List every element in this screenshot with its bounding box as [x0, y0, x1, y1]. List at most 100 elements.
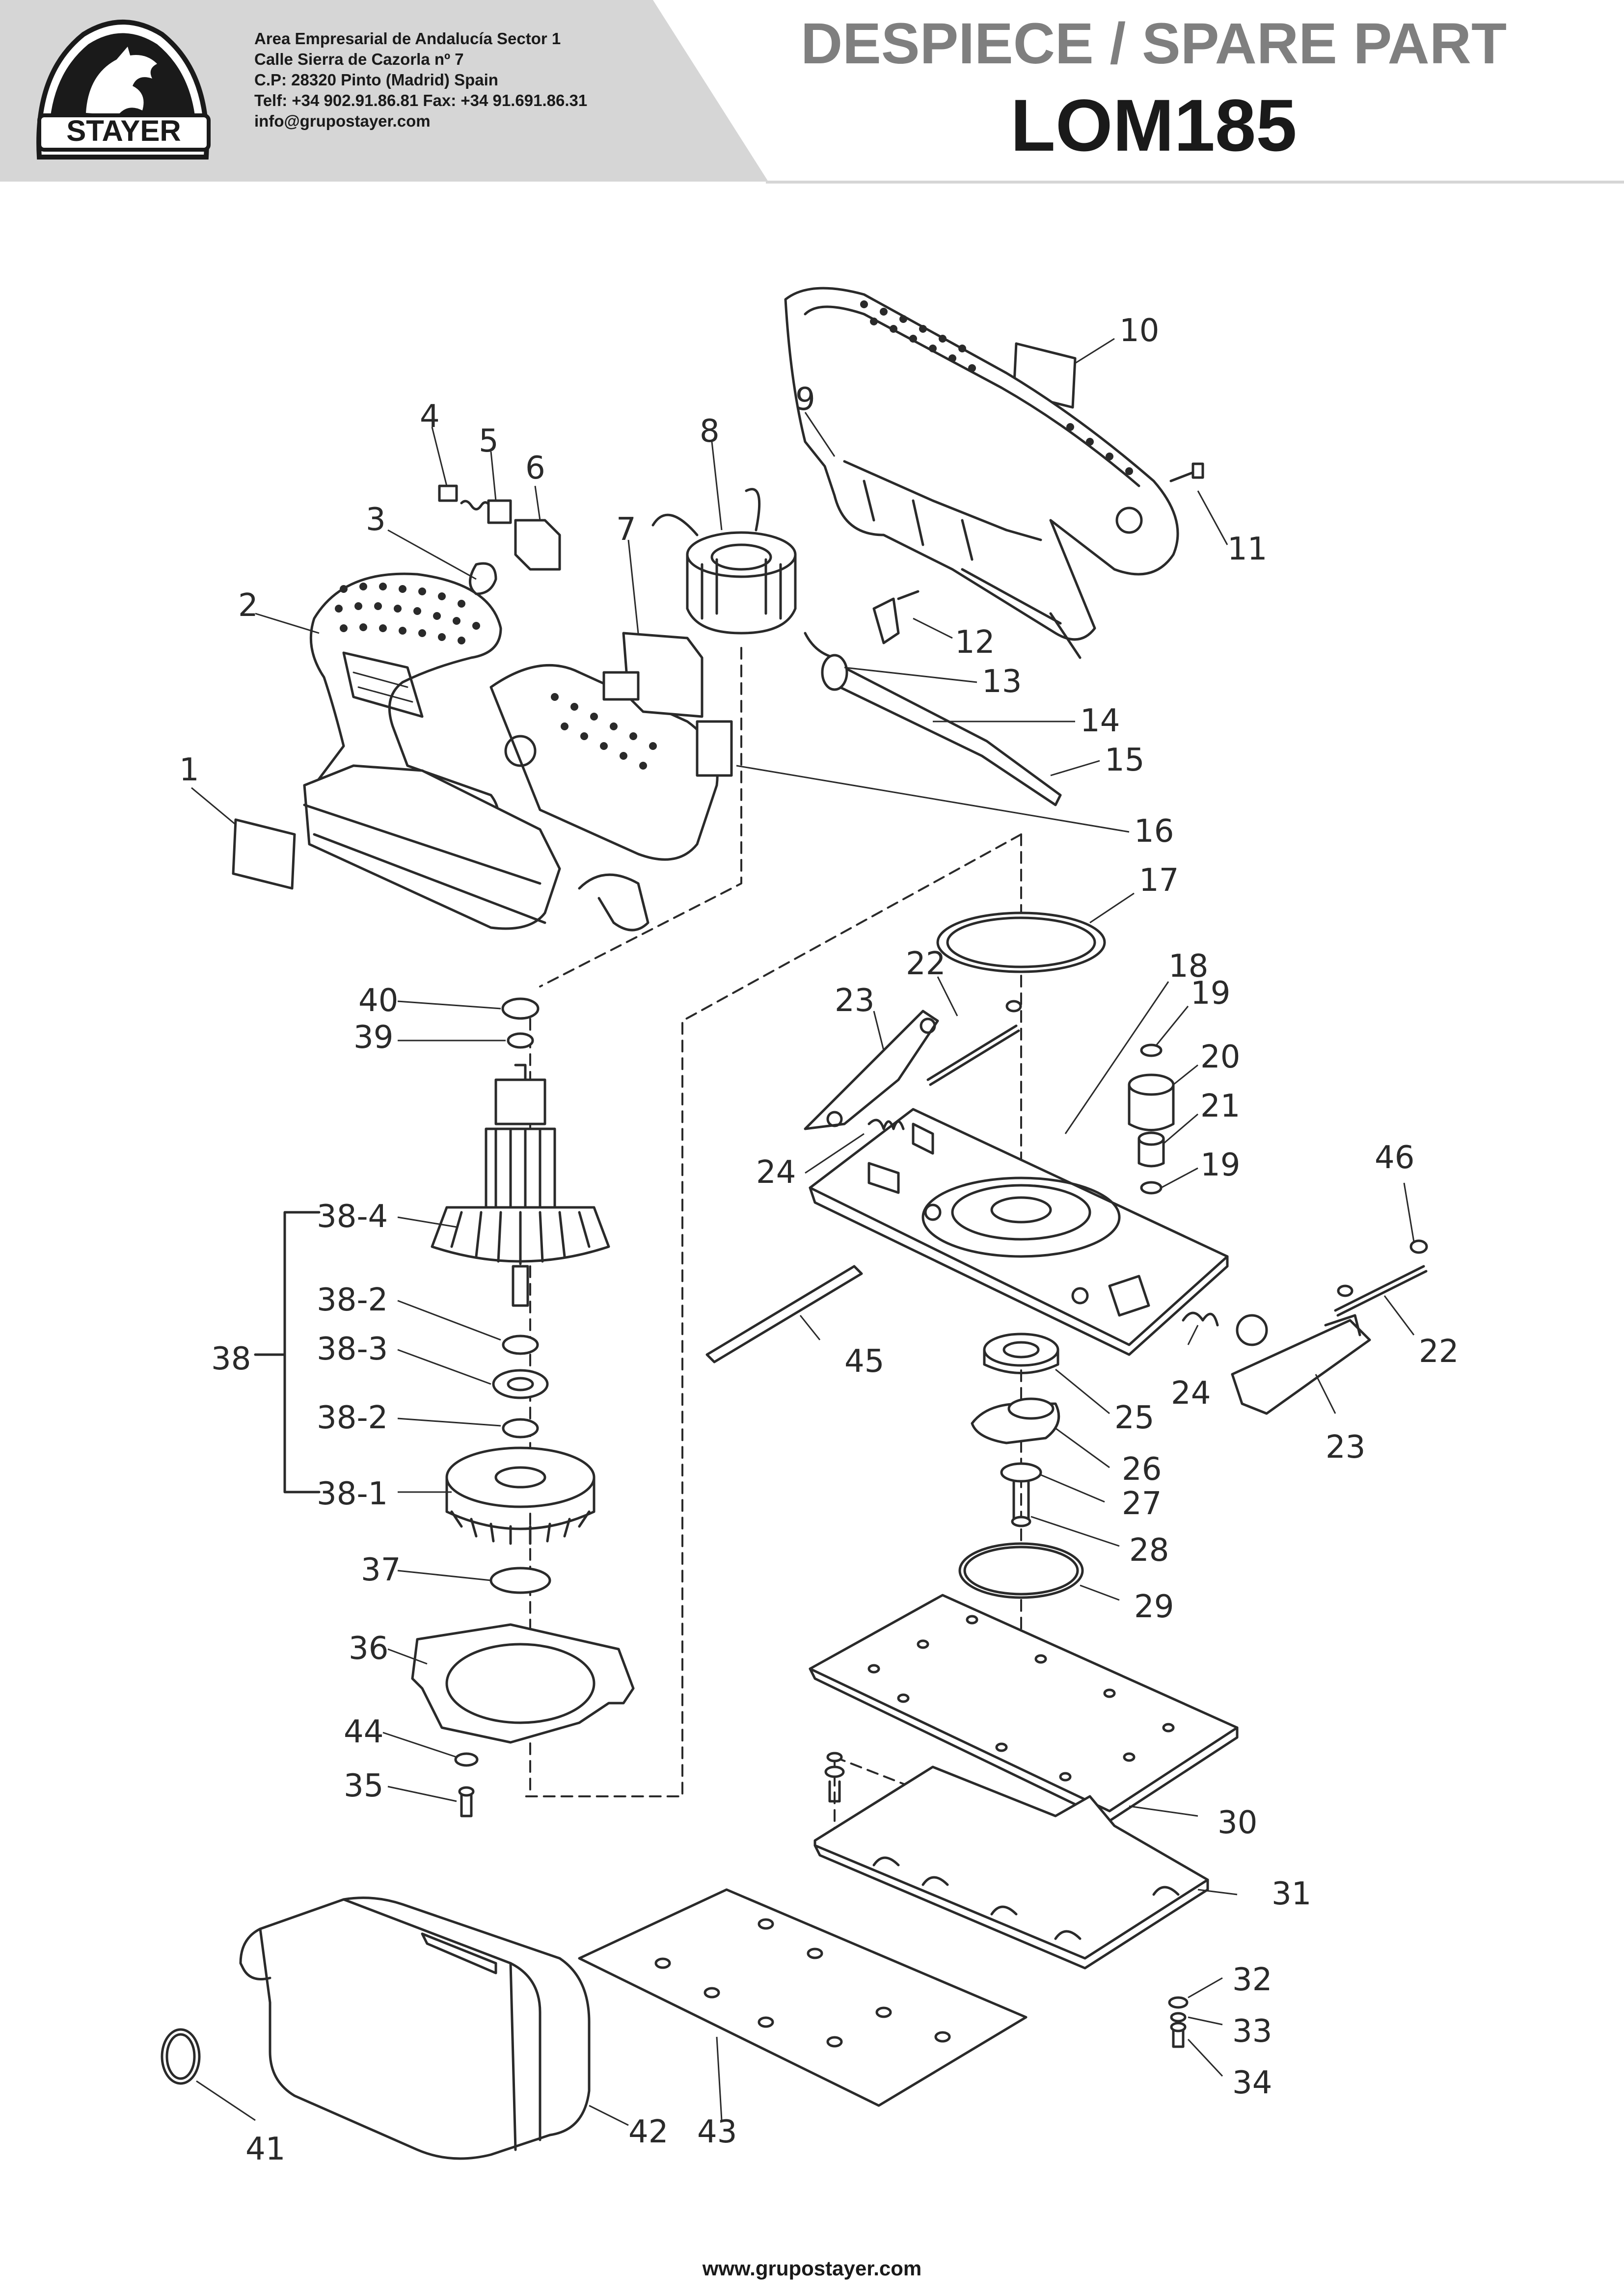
callout-17: 17: [1139, 862, 1179, 899]
backing-plate-part-31: [813, 1765, 1209, 1970]
callout-8: 8: [700, 413, 720, 450]
washer-part-27: [1000, 1462, 1042, 1483]
carbon-brush-assembly: [438, 484, 561, 595]
armature-assembly: [431, 997, 610, 1545]
callout-40: 40: [358, 983, 398, 1019]
company-address-block: Area Empresarial de Andalucía Sector 1 C…: [254, 28, 696, 132]
callout-33: 33: [1232, 2013, 1272, 2050]
callout-38-2-upper: 38-2: [317, 1282, 388, 1318]
callout-28: 28: [1129, 1532, 1169, 1569]
bearing-part-25: [983, 1333, 1059, 1374]
washer-part-19-upper: [1140, 1043, 1163, 1057]
switch-part: [602, 632, 733, 777]
callout-44: 44: [344, 1714, 383, 1750]
callout-19-lower: 19: [1200, 1147, 1240, 1183]
pin-part-22-upper: [926, 1024, 1018, 1081]
phone-fax-line: Telf: +34 902.91.86.81 Fax: +34 91.691.8…: [254, 91, 588, 109]
washer-part-33: [1170, 2012, 1187, 2023]
callout-24-right: 24: [1171, 1375, 1211, 1412]
pin-part-21: [1137, 1131, 1165, 1168]
address-line-1: Area Empresarial de Andalucía Sector 1: [254, 29, 561, 48]
callout-14: 14: [1080, 703, 1120, 739]
clamp-lever-part-23-left: [804, 1010, 939, 1130]
callout-43: 43: [697, 2114, 737, 2150]
callout-25: 25: [1114, 1400, 1154, 1436]
callout-15: 15: [1105, 742, 1144, 778]
model-code: LOM185: [1010, 84, 1297, 166]
callout-36: 36: [349, 1630, 388, 1667]
screw-part-28: [1011, 1481, 1031, 1527]
logo-text: STAYER: [66, 114, 181, 147]
callout-23-left: 23: [835, 983, 874, 1019]
address-line-3: C.P: 28320 Pinto (Madrid) Spain: [254, 71, 498, 89]
callout-39: 39: [353, 1019, 393, 1056]
side-housing-part: [784, 287, 1179, 659]
stayer-logo: [36, 20, 211, 160]
washer-part-19-lower: [1140, 1181, 1163, 1195]
callout-10: 10: [1119, 313, 1159, 349]
callout-26: 26: [1122, 1451, 1162, 1488]
eccentric-part-26: [971, 1397, 1060, 1444]
callout-38-1: 38-1: [317, 1476, 388, 1512]
callout-41: 41: [245, 2131, 285, 2167]
callout-19-upper: 19: [1191, 975, 1230, 1012]
clamp-lever-part-23-right: [1231, 1314, 1371, 1415]
callout-34: 34: [1232, 2065, 1272, 2101]
spring-part-24-right: [1182, 1311, 1219, 1327]
header-rule: [766, 181, 1624, 184]
callout-42: 42: [628, 2114, 668, 2150]
address-line-2: Calle Sierra de Cazorla nº 7: [254, 50, 464, 68]
sanding-sheet-part-43: [578, 1888, 1028, 2107]
callout-12: 12: [955, 624, 995, 661]
seal-ring-part-17: [936, 911, 1106, 973]
callout-45: 45: [844, 1343, 884, 1380]
circlip-part-46: [1409, 1239, 1428, 1254]
mounting-plate-part-36: [411, 1623, 635, 1744]
callout-5: 5: [479, 423, 499, 459]
callout-16: 16: [1134, 813, 1174, 850]
callout-22-upper: 22: [906, 946, 946, 982]
callout-22-right: 22: [1419, 1334, 1459, 1370]
callout-38-4: 38-4: [317, 1199, 388, 1235]
callout-11: 11: [1227, 531, 1267, 567]
grip-dots: [335, 583, 657, 770]
header-band: STAYER: [0, 0, 1624, 187]
label-sticker-part-1: [232, 818, 296, 890]
screw-part-35: [454, 1752, 479, 1817]
callout-9: 9: [795, 381, 815, 418]
assembly-bracket-38: [283, 1211, 321, 1494]
callout-46: 46: [1375, 1140, 1414, 1176]
callout-31: 31: [1272, 1876, 1311, 1912]
callout-1: 1: [179, 752, 199, 788]
spring-part-24-left: [867, 1119, 905, 1130]
callout-27: 27: [1122, 1486, 1162, 1522]
callout-18: 18: [1168, 948, 1208, 985]
pin-part-22-right: [1334, 1265, 1425, 1312]
callout-21: 21: [1200, 1088, 1240, 1124]
callout-6: 6: [525, 450, 545, 486]
bushing-part-20: [1128, 1073, 1175, 1131]
seal-ring-part-29: [958, 1542, 1084, 1599]
callout-7: 7: [616, 511, 636, 548]
callout-2: 2: [238, 587, 258, 624]
callout-13: 13: [982, 664, 1022, 700]
callout-38-2-lower: 38-2: [317, 1400, 388, 1436]
pad-holes: [867, 1615, 1175, 1782]
dust-strip-part-45: [705, 1265, 863, 1363]
base-plate-part-18: [809, 1108, 1229, 1356]
callout-29: 29: [1134, 1589, 1174, 1625]
side-housing-dots: [860, 300, 1133, 475]
document-heading: DESPIECE / SPARE PART: [800, 11, 1507, 76]
callout-38-3: 38-3: [317, 1331, 388, 1367]
stator-part: [651, 488, 797, 635]
header-background: [0, 0, 768, 182]
callout-38: 38: [211, 1341, 251, 1377]
callout-32: 32: [1232, 1962, 1272, 1998]
callout-24-left: 24: [756, 1154, 796, 1191]
callout-23-right: 23: [1326, 1429, 1365, 1466]
sanding-pad-part-30: [809, 1594, 1239, 1822]
callout-leader-lines: [191, 338, 1415, 2126]
dust-box-part-42: [239, 1896, 591, 2160]
footer-website-url: www.grupostayer.com: [702, 2257, 922, 2280]
